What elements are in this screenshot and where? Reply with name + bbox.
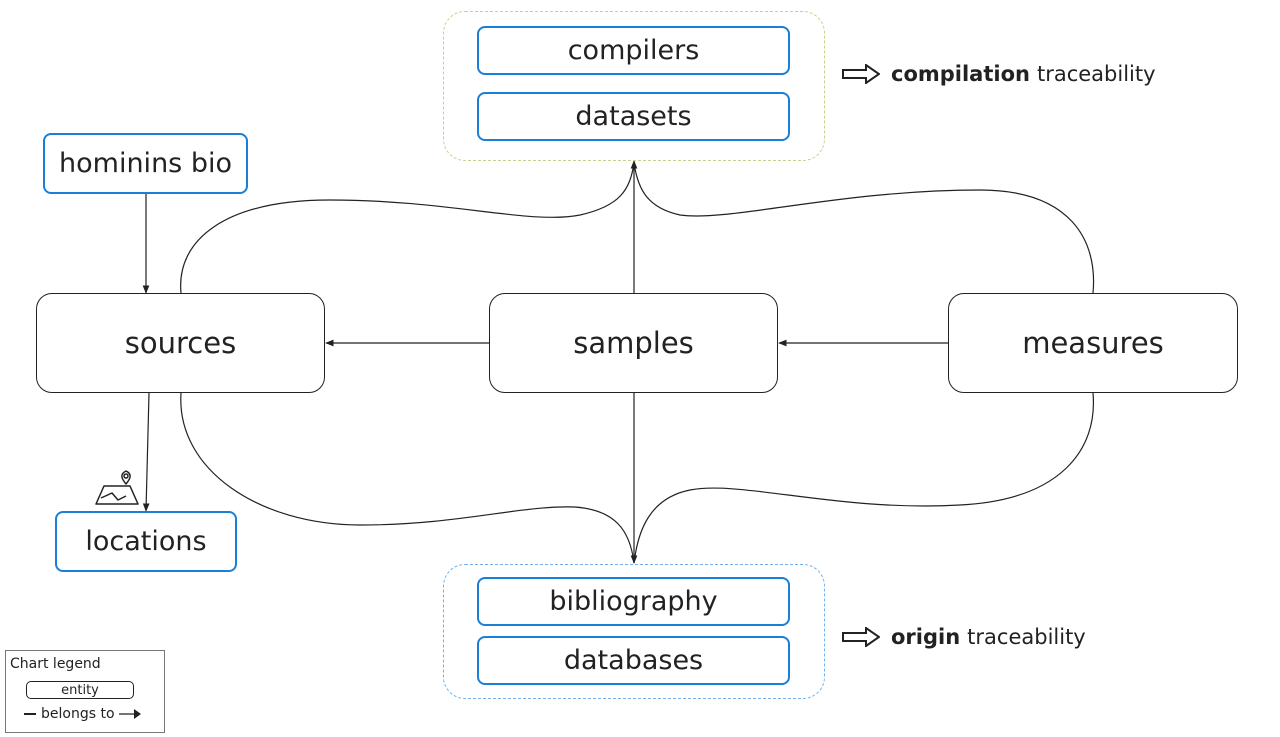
curve-measures-to-compilation: [633, 162, 1095, 294]
measures-node[interactable]: measures: [948, 293, 1238, 393]
legend-entity-swatch: entity: [26, 681, 134, 699]
locations-node[interactable]: locations: [55, 511, 237, 572]
hollow-arrow-icon: [842, 627, 880, 647]
origin-label-rest: traceability: [967, 625, 1086, 649]
compilers-node[interactable]: compilers: [477, 26, 790, 75]
compilation-traceability-label: compilation traceability: [842, 62, 1156, 86]
curve-sources-to-compilation: [180, 162, 635, 294]
sources-node[interactable]: sources: [36, 293, 325, 393]
curve-measures-to-origin: [633, 392, 1095, 564]
legend-belongs-to: belongs to: [24, 706, 143, 722]
compilation-group: [443, 11, 825, 161]
arrow-right-icon: [118, 709, 141, 719]
compilation-label-bold: compilation: [891, 62, 1030, 86]
hominins-bio-node[interactable]: hominins bio: [43, 133, 248, 194]
origin-traceability-label: origin traceability: [842, 625, 1086, 649]
bibliography-node[interactable]: bibliography: [477, 577, 790, 626]
samples-node[interactable]: samples: [489, 293, 778, 393]
legend-title: Chart legend: [10, 656, 101, 672]
edge-sources-to-locations: [142, 392, 150, 512]
curve-sources-to-origin: [180, 392, 635, 564]
legend-belongs-to-label: belongs to: [41, 706, 115, 722]
compilation-label-rest: traceability: [1036, 62, 1156, 86]
hollow-arrow-icon: [842, 64, 880, 84]
datasets-node[interactable]: datasets: [477, 92, 790, 141]
chart-legend: Chart legend entity belongs to: [5, 650, 165, 733]
legend-line-icon: [24, 713, 36, 715]
databases-node[interactable]: databases: [477, 636, 790, 685]
origin-label-bold: origin: [891, 625, 961, 649]
map-pin-icon: [95, 470, 139, 505]
origin-group: [443, 564, 825, 699]
